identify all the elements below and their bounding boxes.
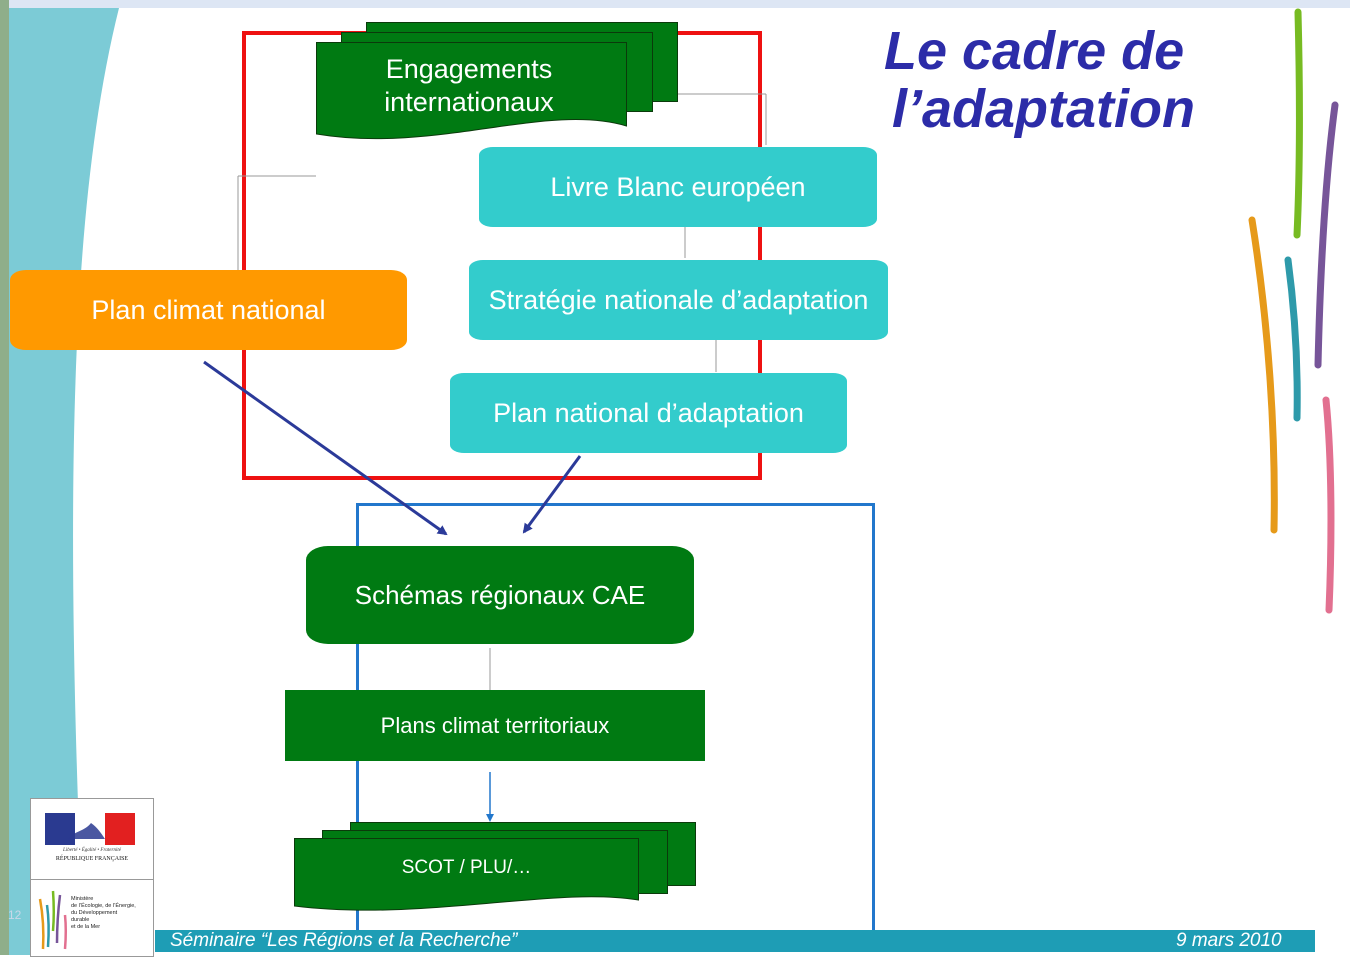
- footer-seminar-title: Séminaire “Les Régions et la Recherche”: [170, 930, 518, 951]
- logo-divider: [31, 879, 153, 880]
- engagements-label-line-2: internationaux: [384, 87, 554, 117]
- ministry-line-3: du Développement: [71, 910, 118, 916]
- scot-label: SCOT / PLU/…: [401, 857, 532, 878]
- ministry-arcs-icon: [38, 890, 67, 950]
- footer-date: 9 mars 2010: [1176, 930, 1282, 951]
- republique-logo: Liberté • Égalité • Fraternité RÉPUBLIQU…: [30, 798, 154, 957]
- left-frame-strip: [0, 0, 9, 955]
- logo-ministry: Ministère de l’Écologie, de l’Énergie, d…: [71, 896, 151, 931]
- schemas-regionaux-node: Schémas régionaux CAE: [306, 546, 694, 644]
- schemas-regionaux-label: Schémas régionaux CAE: [354, 579, 646, 610]
- livre-blanc-label: Livre Blanc européen: [550, 171, 806, 202]
- logo-motto: Liberté • Égalité • Fraternité: [63, 848, 121, 853]
- slide-title: Le cadre de l’adaptation: [884, 22, 1195, 138]
- ministry-line-4: durable: [71, 917, 90, 923]
- plan-climat-national-label: Plan climat national: [91, 294, 326, 325]
- slide-title-line-2: l’adaptation: [892, 79, 1196, 139]
- plans-climat-territoriaux-label: Plans climat territoriaux: [380, 712, 610, 738]
- engagements-label: Engagements internationaux: [316, 50, 622, 122]
- ministry-line-5: et de la Mer: [71, 924, 101, 930]
- strategie-nationale-label: Stratégie nationale d’adaptation: [488, 284, 869, 315]
- arrow-plan-climat-to-schemas: [203, 360, 448, 536]
- slide-number: 12: [8, 908, 22, 922]
- scot-shape: [294, 838, 639, 911]
- top-frame-strip: [0, 0, 1350, 8]
- plans-climat-territoriaux-node: Plans climat territoriaux: [285, 690, 705, 761]
- slide-title-line-1: Le cadre de: [884, 21, 1185, 81]
- scot-label-box: SCOT / PLU/…: [294, 845, 639, 891]
- strategie-nationale-node: Stratégie nationale d’adaptation: [469, 260, 888, 340]
- ministry-line-2: de l’Écologie, de l’Énergie,: [71, 903, 136, 909]
- plan-climat-national-node: Plan climat national: [10, 270, 407, 350]
- marianne-flag-icon: [45, 813, 135, 845]
- decorative-arcs: [1248, 8, 1339, 614]
- footer-bar: [155, 930, 1315, 952]
- engagements-shape: [316, 42, 627, 140]
- plan-national-adaptation-node: Plan national d’adaptation: [450, 373, 847, 453]
- plan-national-adaptation-label: Plan national d’adaptation: [493, 397, 804, 428]
- left-decorative-band: [9, 8, 119, 955]
- logo-republic: RÉPUBLIQUE FRANÇAISE: [55, 856, 129, 862]
- engagements-label-line-1: Engagements: [385, 54, 553, 84]
- arrow-plan-national-to-schemas: [522, 455, 582, 534]
- ministry-line-1: Ministère: [71, 896, 94, 902]
- livre-blanc-node: Livre Blanc européen: [479, 147, 877, 227]
